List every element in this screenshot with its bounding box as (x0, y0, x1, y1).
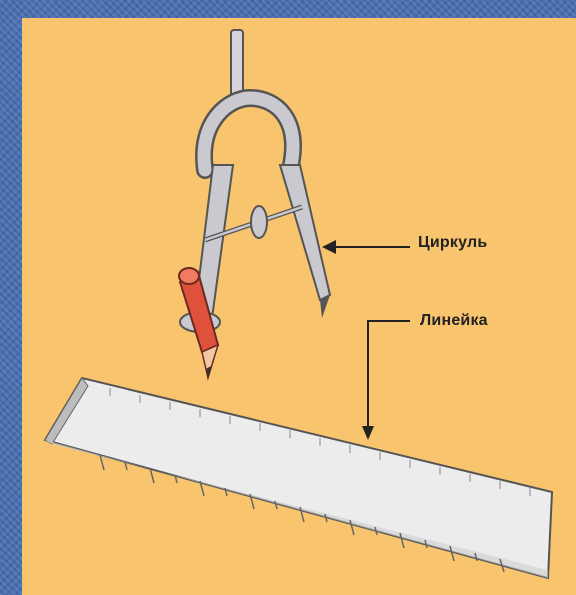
ruler-illustration (45, 378, 552, 578)
compass-label: Циркуль (418, 234, 487, 252)
compass-illustration (179, 30, 330, 378)
ruler-arrow (362, 321, 410, 440)
ruler-label: Линейка (420, 312, 488, 330)
compass-arrow (322, 240, 410, 254)
